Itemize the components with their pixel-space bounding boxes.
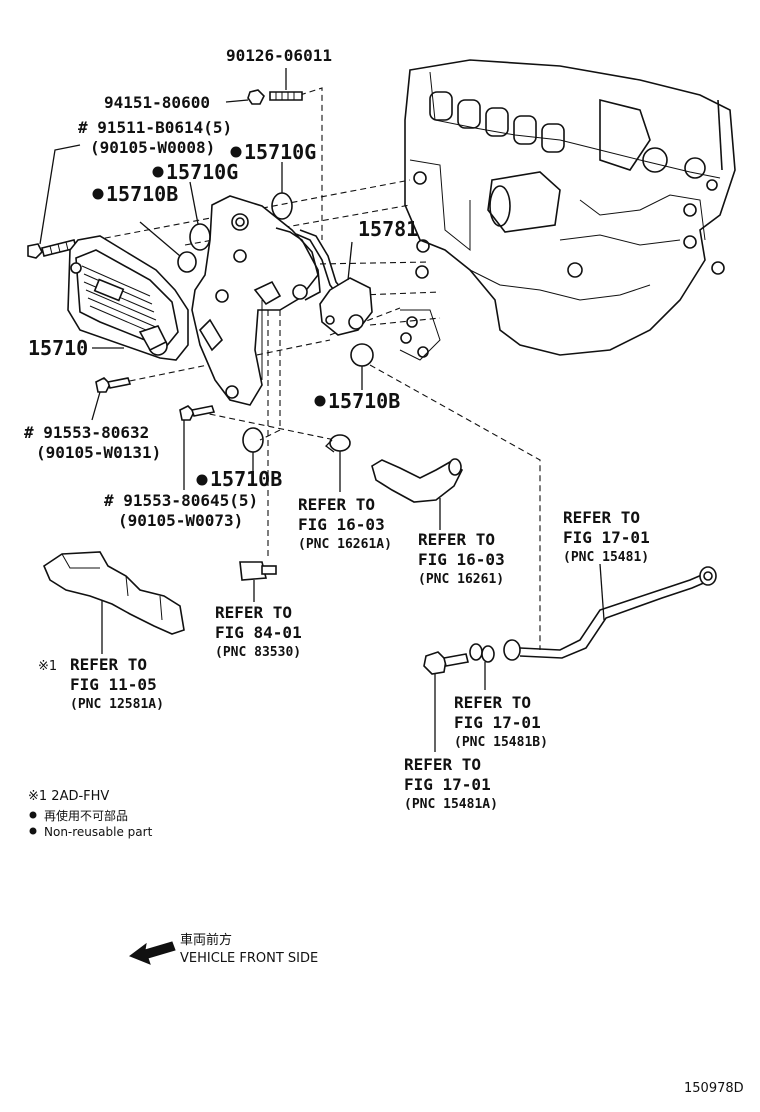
ref7-line3: (PNC 15481A) (404, 797, 498, 812)
label-90105-w0008: (90105-W0008) (90, 138, 215, 157)
direction-jp: 車両前方 (180, 932, 232, 948)
label-91511-b0614: # 91511-B0614(5) (78, 118, 232, 137)
label-91553-80645: # 91553-80645(5) (104, 491, 258, 510)
legend-jp-non-reusable: 再使用不可部品 (44, 808, 128, 823)
ref2-line3: (PNC 16261) (418, 572, 504, 587)
figure-id: 150978D (684, 1081, 744, 1096)
ref2-line2: FIG 16-03 (418, 550, 505, 569)
ref5-mark: ※1 (38, 659, 57, 674)
ref5-line2: FIG 11-05 (70, 675, 157, 694)
ref2-line1: REFER TO (418, 530, 495, 549)
ref1-line2: FIG 16-03 (298, 515, 385, 534)
direction-en: VEHICLE FRONT SIDE (180, 951, 318, 966)
ref1-line1: REFER TO (298, 495, 375, 514)
cover-plate-illustration (43, 551, 185, 654)
legend-en-non-reusable: Non-reusable part (44, 825, 153, 839)
label-15710b-low: 15710B (210, 467, 282, 491)
vehicle-front-indicator: 車両前方 VEHICLE FRONT SIDE (128, 932, 318, 966)
ref5-line1: REFER TO (70, 655, 147, 674)
label-90126-06011: 90126-06011 (226, 46, 332, 65)
label-15710g-left: 15710G (166, 160, 238, 184)
oil-pipe-illustration (503, 563, 717, 661)
bolt-91553-80645 (179, 405, 216, 490)
label-15710g-right: 15710G (244, 140, 316, 164)
o-ring-15710g-left (189, 181, 211, 251)
sensor-illustration (239, 561, 277, 602)
arrow-left-icon (128, 941, 176, 965)
top-nut (225, 89, 265, 105)
label-90105-w0073: (90105-W0073) (118, 511, 243, 530)
reference-labels: REFER TO FIG 16-03 (PNC 16261A) REFER TO… (38, 495, 650, 812)
ref3-line3: (PNC 15481) (563, 550, 649, 565)
oil-cooler-illustration (67, 235, 189, 361)
label-91553-80632: # 91553-80632 (24, 423, 149, 442)
label-15710b-mid: 15710B (328, 389, 400, 413)
ref7-line2: FIG 17-01 (404, 775, 491, 794)
legend-note-2ad-fhv: ※1 2AD-FHV (28, 789, 109, 804)
ref6-line1: REFER TO (454, 693, 531, 712)
engine-block-illustration (399, 59, 736, 361)
ref3-line1: REFER TO (563, 508, 640, 527)
ref7-line1: REFER TO (404, 755, 481, 774)
o-ring-15710b-left (139, 221, 197, 273)
ref4-line1: REFER TO (215, 603, 292, 622)
part-labels: 90126-06011 94151-80600 # 91511-B0614(5)… (24, 46, 418, 530)
label-15710b-left: 15710B (106, 182, 178, 206)
pipe-15781-illustration (295, 229, 373, 336)
ref6-line2: FIG 17-01 (454, 713, 541, 732)
o-ring-15710b-low (242, 427, 264, 472)
o-ring-15710b-mid (350, 343, 374, 390)
cooler-bolt-a (27, 144, 81, 259)
union-bolt-illustration (423, 643, 495, 752)
ref6-line3: (PNC 15481B) (454, 735, 548, 750)
label-94151-80600: 94151-80600 (104, 93, 210, 112)
top-stud-bolt (269, 91, 303, 101)
non-reusable-markers (29, 146, 326, 835)
ref4-line2: FIG 84-01 (215, 623, 302, 642)
ref5-line3: (PNC 12581A) (70, 697, 164, 712)
label-15710: 15710 (28, 336, 88, 360)
hose-illustration (371, 458, 464, 530)
bolt-91553-80632 (91, 377, 132, 421)
ref4-line3: (PNC 83530) (215, 645, 301, 660)
legend: ※1 2AD-FHV 再使用不可部品 Non-reusable part (28, 789, 153, 839)
ref1-line3: (PNC 16261A) (298, 537, 392, 552)
hose-clamp-illustration (325, 434, 351, 492)
label-15781: 15781 (358, 217, 418, 241)
label-90105-w0131: (90105-W0131) (36, 443, 161, 462)
cooler-housing-illustration (191, 195, 321, 406)
ref3-line2: FIG 17-01 (563, 528, 650, 547)
o-ring-15710g-right (271, 162, 293, 220)
